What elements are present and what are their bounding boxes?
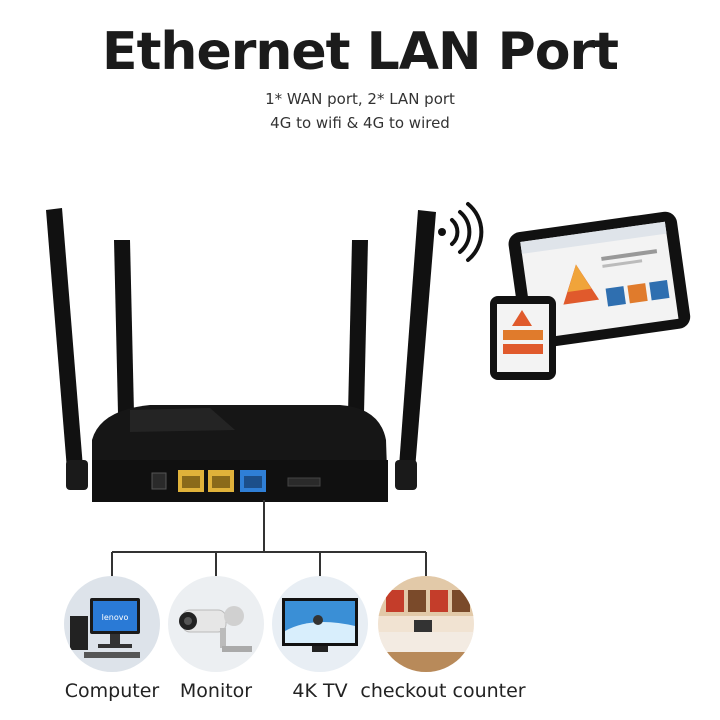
device-label-computer: Computer xyxy=(64,680,160,702)
computer-thumbnail: lenovo xyxy=(64,576,160,672)
tv-thumbnail xyxy=(272,576,368,672)
monitor-thumbnail xyxy=(168,576,264,672)
page-title: Ethernet LAN Port xyxy=(102,22,619,82)
device-label-tv: 4K TV xyxy=(292,680,348,702)
phone-illustration xyxy=(490,296,556,380)
port-summary: 1* WAN port, 2* LAN port xyxy=(265,90,455,108)
device-label-monitor: Monitor xyxy=(179,680,253,702)
device-label-checkout: checkout counter xyxy=(360,680,526,702)
wifi-signal-icon xyxy=(438,202,484,262)
connection-lines xyxy=(111,500,427,578)
checkout-counter-thumbnail xyxy=(378,576,474,672)
router-body xyxy=(92,405,388,502)
feature-summary: 4G to wifi & 4G to wired xyxy=(270,114,450,132)
laptop-brand: lenovo xyxy=(102,613,129,622)
